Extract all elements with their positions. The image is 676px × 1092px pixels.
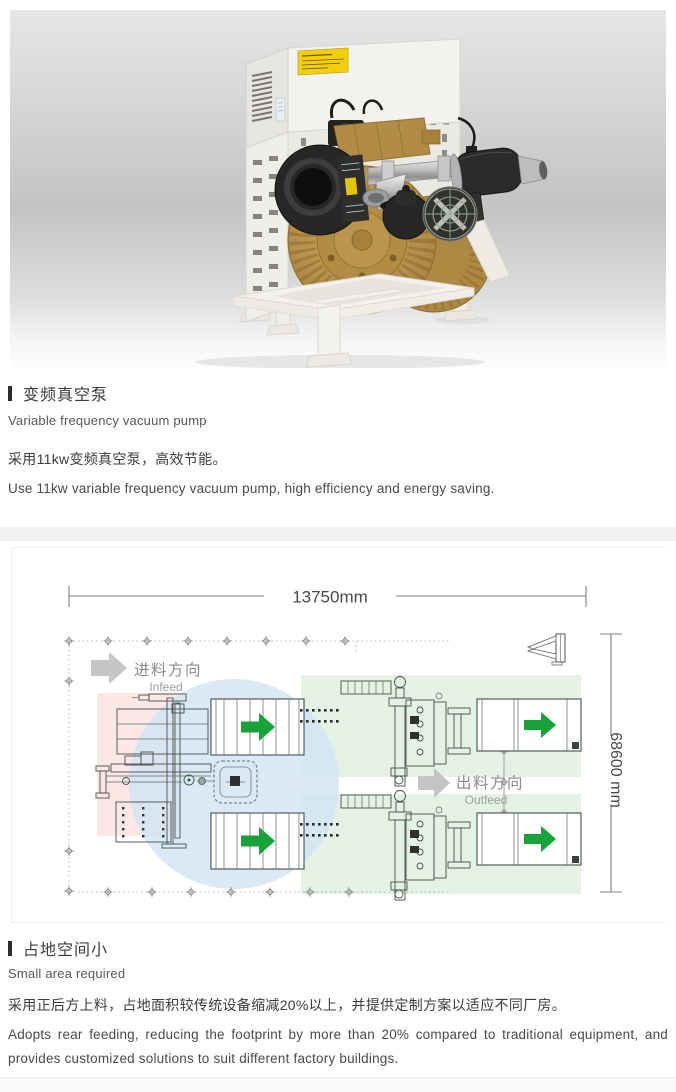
- infeed-conveyor-top: [211, 699, 304, 755]
- floor-plan-diagram: 13750mm 68600 mm 进料方向 Infeed 出料方向 Outfee…: [12, 548, 666, 922]
- heading-bar: [8, 941, 12, 956]
- outfeed-label-en: Outfeed: [465, 793, 508, 807]
- footprint-body-zh: 采用正后方上料，占地面积较传统设备缩减20%以上，并提供定制方案以适应不同厂房。: [8, 995, 668, 1015]
- pump-body-zh: 采用11kw变频真空泵，高效节能。: [8, 449, 668, 469]
- infeed-conveyor-bottom: [211, 813, 304, 869]
- pump-body-en: Use 11kw variable frequency vacuum pump,…: [8, 477, 668, 501]
- infeed-label-zh: 进料方向: [134, 661, 202, 679]
- footprint-body-en: Adopts rear feeding, reducing the footpr…: [8, 1023, 668, 1071]
- footprint-heading-row: 占地空间小: [8, 936, 668, 960]
- floor-plan-card: 13750mm 68600 mm 进料方向 Infeed 出料方向 Outfee…: [11, 547, 666, 923]
- pump-heading-en: Variable frequency vacuum pump: [8, 413, 668, 428]
- page-bottom-strip: [0, 1077, 676, 1092]
- warning-label: [298, 48, 348, 75]
- footprint-heading-en: Small area required: [8, 966, 668, 981]
- outfeed-conveyor-bottom: [477, 813, 581, 865]
- product-photo: [10, 10, 666, 368]
- height-dimension-label: 68600 mm: [607, 732, 624, 808]
- outfeed-conveyor-top: [477, 699, 581, 751]
- cooling-fan: [423, 187, 477, 241]
- pump-heading-row: 变频真空泵: [8, 381, 668, 405]
- footprint-heading-zh: 占地空间小: [23, 936, 108, 960]
- side-label: [276, 98, 285, 121]
- footprint-text-block: 占地空间小 Small area required 采用正后方上料，占地面积较传…: [0, 936, 676, 1071]
- pump-text-block: 变频真空泵 Variable frequency vacuum pump 采用1…: [0, 381, 676, 501]
- infeed-label-en: Infeed: [149, 680, 182, 694]
- section-divider: [0, 527, 676, 541]
- width-dimension-label: 13750mm: [292, 588, 368, 607]
- outfeed-label-zh: 出料方向: [456, 774, 524, 792]
- heading-bar: [8, 386, 12, 401]
- vacuum-pump-photo-illustration: [10, 10, 666, 368]
- pump-heading-zh: 变频真空泵: [23, 381, 108, 405]
